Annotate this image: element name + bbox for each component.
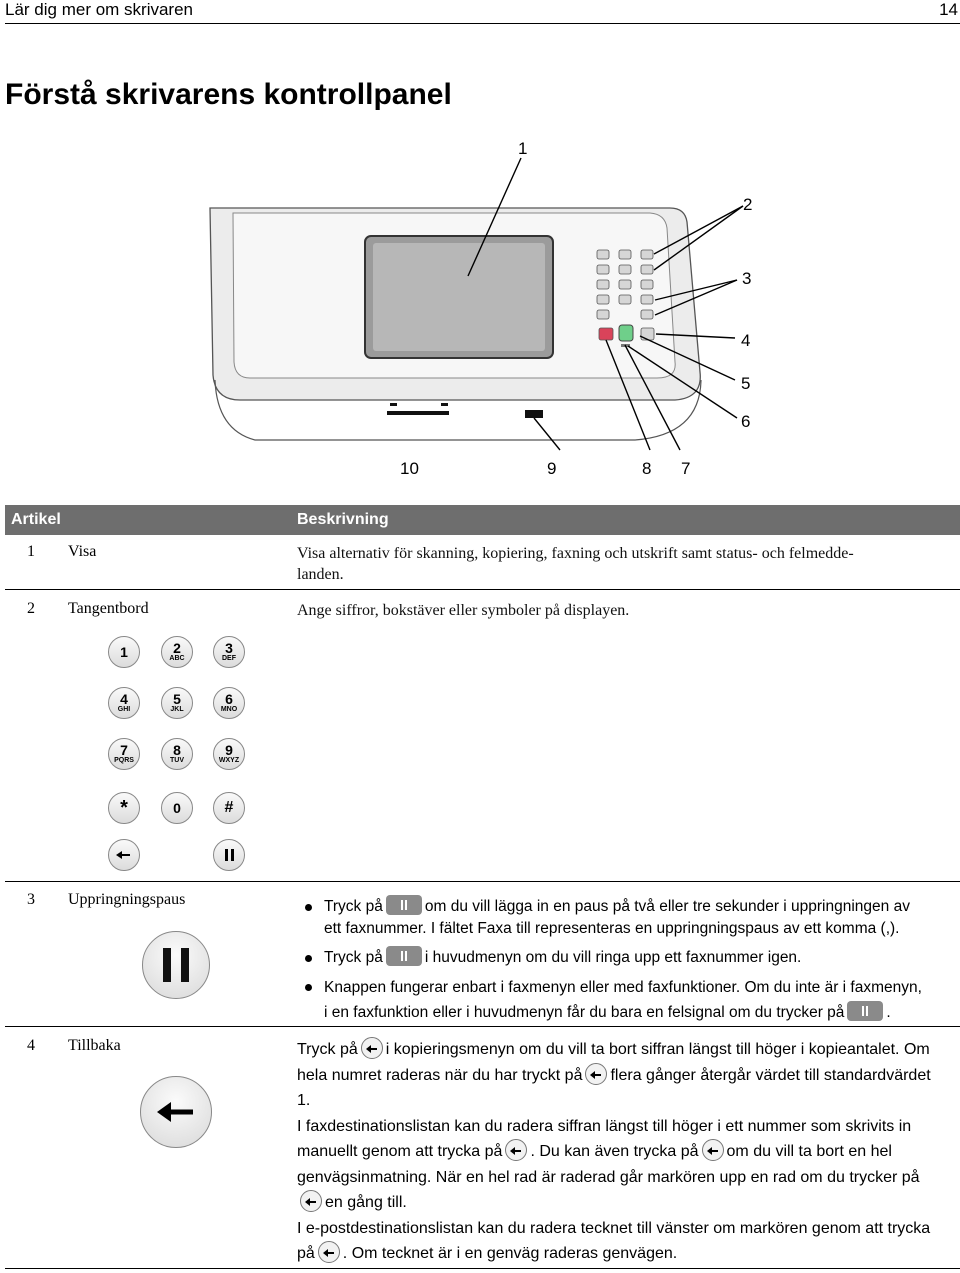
row-divider [5, 1026, 960, 1027]
key-back [108, 839, 140, 871]
panel-keypad [596, 249, 654, 320]
pause-icon [385, 895, 422, 915]
callout-2: 2 [743, 195, 752, 214]
row-number: 3 [27, 891, 35, 908]
back-arrow-icon [300, 1190, 322, 1212]
col-item-header: Artikel [11, 511, 61, 528]
col-desc-header: Beskrivning [297, 511, 389, 528]
row-number: 2 [27, 600, 35, 617]
back-arrow-icon [360, 1037, 383, 1059]
back-arrow-icon [317, 1241, 340, 1263]
row-desc: Ange siffror, bokstäver eller symboler p… [297, 602, 630, 619]
back-arrow-icon [505, 1139, 528, 1161]
text-span: manuellt genom att trycka på [297, 1143, 503, 1160]
bullet-dot [305, 904, 312, 911]
row-desc-line: landen. [297, 566, 344, 583]
text-span: . [886, 1004, 891, 1021]
text-span: Tryck på [297, 1041, 358, 1058]
text-line: genvägsinmatning. När en hel rad är rade… [297, 1168, 920, 1186]
key-1: 1 [108, 636, 140, 668]
row-name: Tillbaka [68, 1037, 121, 1054]
bullet-dot [305, 955, 312, 962]
row-name: Visa [68, 543, 97, 560]
callout-8: 8 [642, 459, 651, 478]
text-span: på [297, 1245, 315, 1262]
text-span: . Om tecknet är i en genväg raderas genv… [342, 1245, 678, 1262]
callout-6: 6 [741, 412, 750, 431]
text-line: I faxdestinationslistan kan du radera si… [297, 1117, 912, 1135]
row-number: 4 [27, 1037, 35, 1054]
section-title: Lär dig mer om skrivaren [5, 0, 194, 19]
text-span: en gång till. [325, 1194, 407, 1211]
large-pause-icon [142, 931, 210, 999]
back-arrow-icon [701, 1139, 724, 1161]
key-hash: # [213, 792, 245, 824]
page-title: Förstå skrivarens kontrollpanel [5, 78, 452, 111]
control-panel-diagram: 1 2 3 4 5 6 7 8 9 10 [195, 130, 770, 490]
key-pause [213, 839, 245, 871]
row-desc-line: Visa alternativ för skanning, kopiering,… [297, 545, 854, 562]
text-span: i en faxfunktion eller i huvudmenyn får … [324, 1004, 845, 1021]
row-name: Uppringningspaus [68, 891, 186, 908]
text-span: i huvudmenyn om du vill ringa upp ett fa… [424, 949, 802, 966]
callout-9: 9 [547, 459, 556, 478]
bullet-dot [305, 984, 312, 991]
text-span: Tryck på [324, 898, 383, 915]
pause-icon [385, 946, 422, 966]
text-line: Knappen fungerar enbart i faxmenyn eller… [324, 979, 922, 996]
page-number: 14 [939, 0, 958, 19]
pause-icon [847, 1001, 884, 1021]
text-span: hela numret raderas när du har tryckt på [297, 1066, 583, 1084]
text-line: I e-postdestinationslistan kan du radera… [297, 1219, 931, 1237]
text-span: om du vill lägga in en paus på två eller… [424, 898, 910, 915]
row-divider [5, 881, 960, 882]
key-star: * [108, 792, 140, 824]
callout-10: 10 [400, 459, 419, 478]
back-arrow-icon [585, 1062, 608, 1085]
row-divider [5, 589, 960, 590]
callout-7: 7 [681, 459, 690, 478]
text-span: om du vill ta bort en hel [726, 1143, 892, 1160]
table-bottom-rule [5, 1268, 960, 1269]
callout-1: 1 [518, 139, 527, 158]
back-button-description: Tryck på i kopieringsmenyn om du vill ta … [297, 1037, 957, 1267]
back-arrow-icon [116, 851, 130, 859]
text-span: . Du kan även trycka på [530, 1143, 699, 1160]
text-span: Tryck på [324, 949, 383, 966]
pause-icon [225, 849, 234, 861]
text-span: flera gånger återgår värdet till standar… [610, 1066, 931, 1084]
row-name: Tangentbord [68, 600, 149, 617]
large-back-arrow-icon [140, 1076, 212, 1148]
callout-5: 5 [741, 374, 750, 393]
row-number: 1 [27, 543, 35, 560]
text-line: 1. [297, 1092, 311, 1109]
text-line: ett faxnummer. I fältet Faxa till repres… [324, 920, 900, 937]
callout-4: 4 [741, 331, 750, 350]
table-header: Artikel Beskrivning [5, 505, 960, 535]
key-0: 0 [161, 792, 193, 824]
callout-3: 3 [742, 269, 751, 288]
page-header: Lär dig mer om skrivaren 14 [5, 0, 960, 24]
callout-labels: 1 2 3 4 5 6 7 8 9 10 [400, 139, 752, 478]
text-span: i kopieringsmenyn om du vill ta bort sif… [385, 1041, 930, 1058]
